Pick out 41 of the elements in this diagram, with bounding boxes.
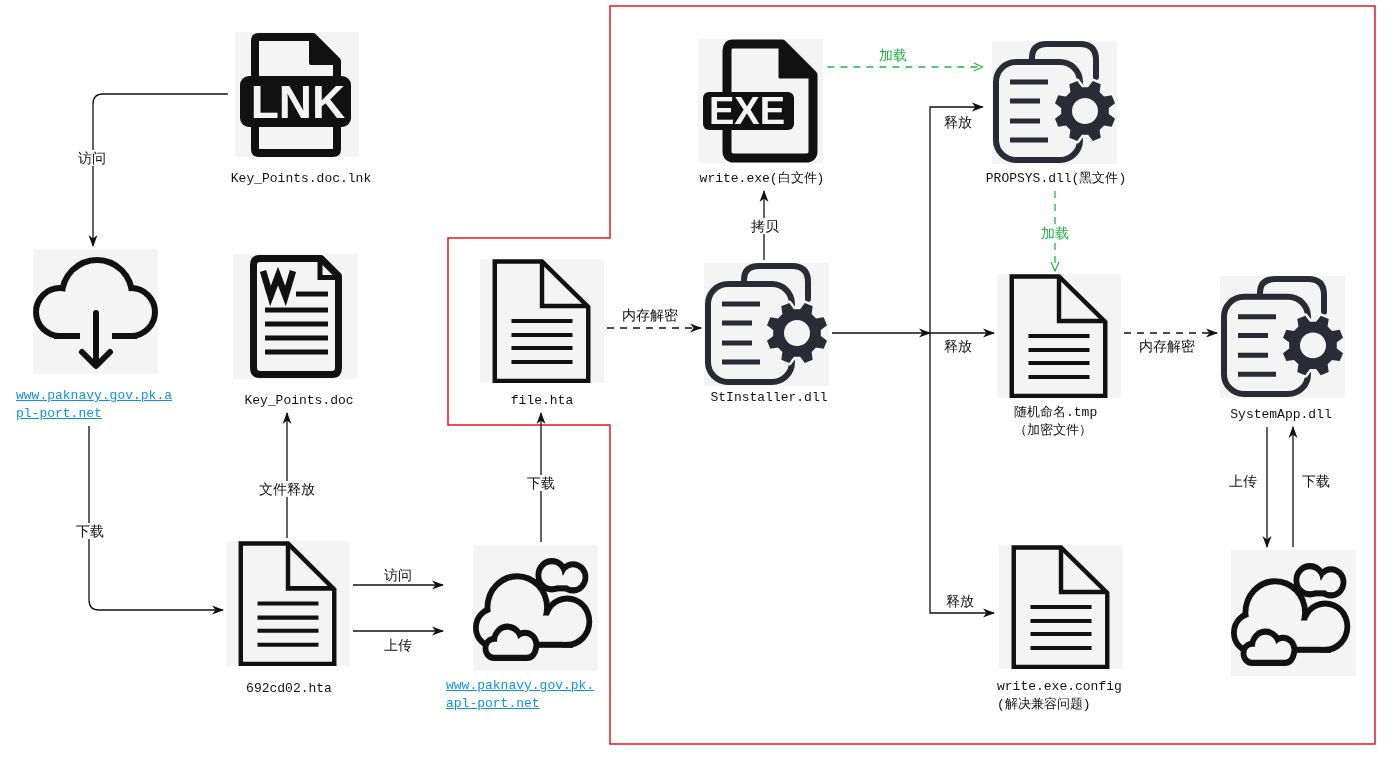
dashed-arrow	[1050, 190, 1060, 272]
file-name: 随机命名.tmp（加密文件）	[1014, 404, 1099, 440]
dashed-arrow	[826, 62, 984, 72]
file-type-label: EXE	[709, 92, 785, 130]
file-name: SystemApp.dll	[1230, 406, 1332, 424]
file-type-label: LNK	[250, 79, 346, 125]
link: www.paknavy.gov.pk.apl-port.net	[446, 677, 596, 713]
file-name: write.exe.config (解决兼容问题)	[997, 678, 1123, 714]
arrow	[1288, 426, 1298, 548]
file-name: file.hta	[510, 392, 574, 410]
edge-label: 访问	[77, 150, 107, 166]
edge-label: 上传	[1228, 473, 1258, 489]
file-name: write.exe(白文件)	[699, 170, 825, 188]
edge-label: 加载	[878, 47, 908, 63]
edge-label: 下载	[75, 523, 105, 539]
dashed-arrow	[606, 323, 702, 333]
edge-label: 文件释放	[258, 481, 316, 497]
arrow	[88, 93, 229, 247]
edge-label: 访问	[383, 567, 413, 583]
link: www.paknavy.gov.pk.apl-port.net	[16, 387, 174, 423]
file-name: Key_Points.doc	[244, 392, 354, 410]
edge-label: 加载	[1040, 225, 1070, 241]
arrow	[352, 580, 444, 590]
arrow	[282, 412, 292, 539]
arrow	[536, 412, 546, 543]
arrow	[352, 626, 444, 636]
arrow	[929, 328, 995, 338]
edge-label: 内存解密	[1138, 338, 1196, 354]
edge-label: 释放	[943, 338, 973, 354]
edge-label: 下载	[526, 475, 556, 491]
file-name: PROPSYS.dll(黑文件)	[985, 170, 1127, 188]
file-name: StInstaller.dll	[710, 389, 828, 407]
edge-label: 下载	[1301, 473, 1331, 489]
edge-label: 内存解密	[621, 307, 679, 323]
file-name: Key_Points.doc.lnk	[230, 170, 372, 188]
edge-label: 拷贝	[750, 218, 780, 234]
arrow	[1262, 426, 1272, 548]
dashed-arrow	[1123, 328, 1218, 338]
edge-label: 上传	[383, 637, 413, 653]
file-name: 692cd02.hta	[246, 680, 332, 698]
arrow	[88, 425, 224, 615]
